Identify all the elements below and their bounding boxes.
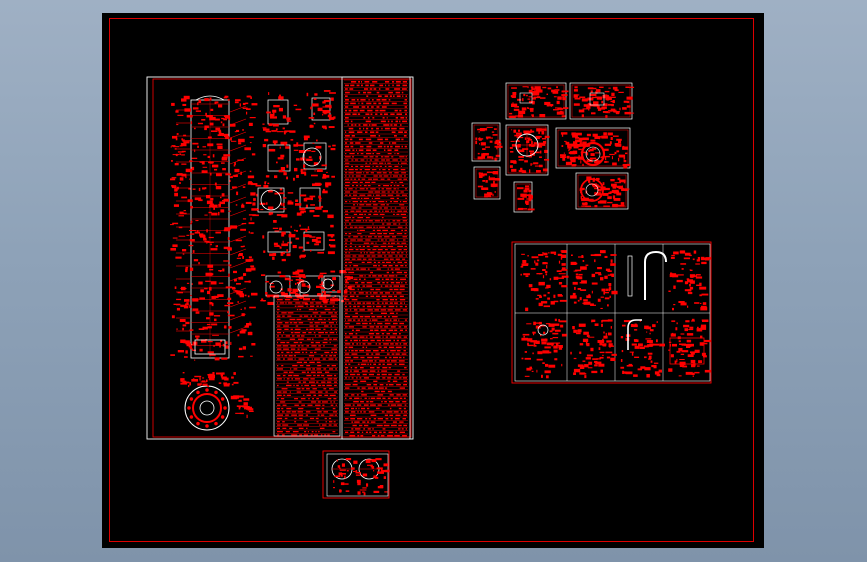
main-assembly-drawing: [146, 76, 414, 440]
sheet-frame: [109, 18, 754, 542]
detail-grid-sheet: [511, 241, 712, 384]
main-detail-views: [252, 90, 353, 305]
detail-sheet-cluster: [471, 82, 635, 213]
column-body: [170, 95, 258, 361]
drawing-sheet[interactable]: [102, 13, 764, 548]
base-ring-plan: [180, 372, 254, 431]
small-flange-sheet: [322, 450, 390, 499]
parts-list-tables: [273, 76, 411, 440]
